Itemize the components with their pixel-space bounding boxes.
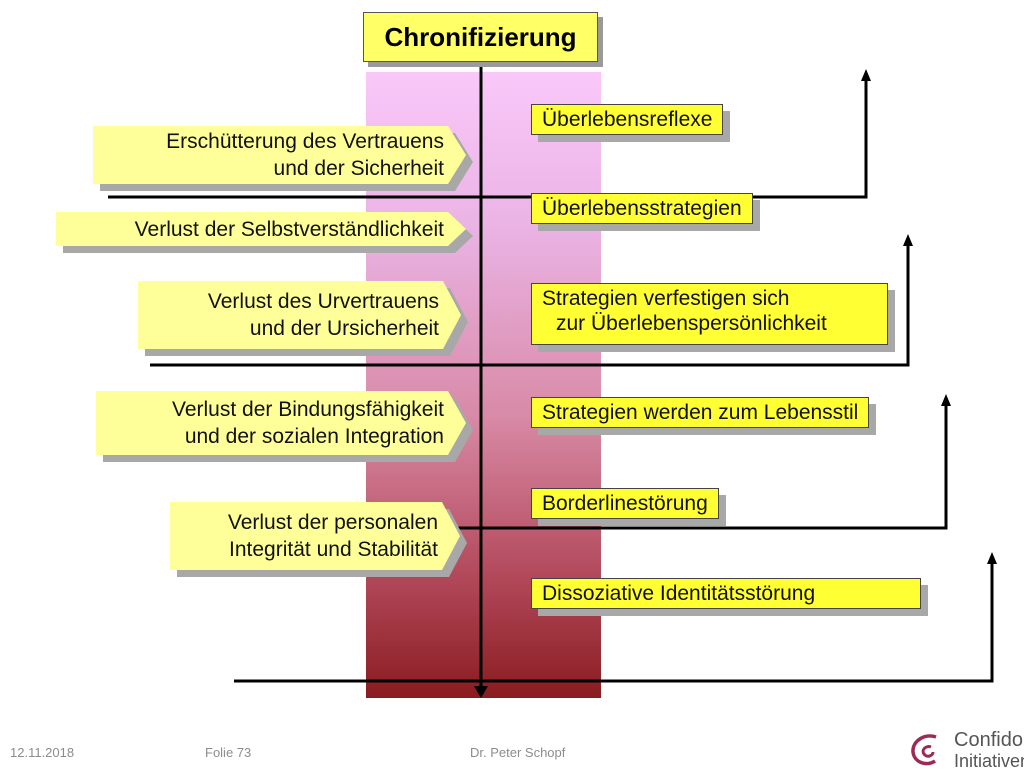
- central-axis-arrowhead: [474, 686, 488, 698]
- right-item-3-line2: zur Überlebenspersönlichkeit: [556, 312, 827, 335]
- right-item-2-line1: Überlebensstrategien: [542, 197, 742, 220]
- left-item-1-line2: und der Sicherheit: [273, 157, 444, 180]
- left-item-4: Verlust der Bindungsfähigkeit und der so…: [96, 391, 466, 455]
- logo-text: Confido Initiativen: [954, 730, 1024, 772]
- diagram-title: Chronifizierung: [363, 12, 598, 62]
- left-item-4-line1: Verlust der Bindungsfähigkeit: [171, 398, 444, 421]
- left-item-5-line1: Verlust der personalen: [227, 511, 438, 534]
- left-item-4-line2: und der sozialen Integration: [184, 425, 444, 448]
- left-item-3: Verlust des Urvertrauens und der Ursiche…: [138, 281, 461, 349]
- step-line-3: [455, 394, 951, 530]
- right-item-5-line1: Borderlinestörung: [542, 492, 708, 515]
- right-item-5: Borderlinestörung: [531, 488, 719, 519]
- step-line-1: [108, 69, 871, 199]
- right-item-3: Strategien verfestigen sich zur Überlebe…: [531, 283, 888, 345]
- right-item-6-line1: Dissoziative Identitätsstörung: [542, 582, 816, 605]
- right-item-4-line1: Strategien werden zum Lebensstil: [542, 401, 859, 424]
- right-item-6: Dissoziative Identitätsstörung: [531, 578, 921, 609]
- right-item-4: Strategien werden zum Lebensstil: [531, 397, 870, 428]
- footer-slide-number: Folie 73: [205, 745, 252, 760]
- right-item-1-line1: Überlebensreflexe: [542, 108, 713, 131]
- left-item-2: Verlust der Selbstverständlichkeit: [56, 212, 466, 246]
- footer-author: Dr. Peter Schopf: [470, 745, 566, 760]
- step-line-4: [234, 552, 997, 683]
- left-item-3-line2: und der Ursicherheit: [249, 317, 439, 340]
- left-item-5: Verlust der personalen Integrität und St…: [170, 502, 460, 570]
- left-item-1-line1: Erschütterung des Vertrauens: [166, 130, 444, 153]
- right-item-2: Überlebensstrategien: [531, 193, 753, 224]
- left-item-5-line2: Integrität und Stabilität: [229, 538, 438, 561]
- footer-date: 12.11.2018: [10, 745, 75, 760]
- right-item-1: Überlebensreflexe: [531, 104, 724, 135]
- right-item-3-line1: Strategien verfestigen sich: [542, 287, 790, 310]
- logo-line2: Initiativen: [954, 751, 1024, 771]
- left-item-2-line1: Verlust der Selbstverständlichkeit: [134, 217, 444, 241]
- logo-line1: Confido: [954, 729, 1023, 751]
- left-item-1: Erschütterung des Vertrauens und der Sic…: [93, 126, 466, 184]
- step-line-2: [150, 234, 913, 367]
- left-item-3-line1: Verlust des Urvertrauens: [207, 290, 439, 313]
